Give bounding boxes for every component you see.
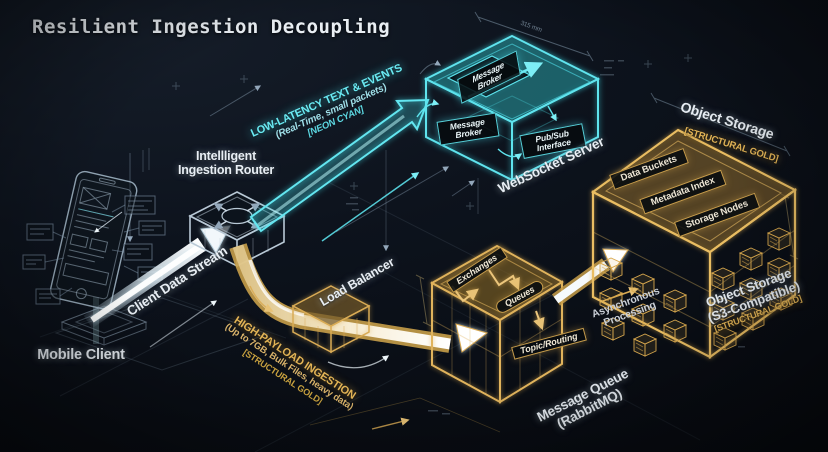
diagram-title: Resilient Ingestion Decoupling — [32, 16, 391, 38]
mobile-client-label: Mobile Client — [37, 346, 125, 363]
dimension-lines — [309, 11, 799, 433]
blueprint-decor-lines — [39, 54, 701, 452]
blueprint-micro-dashes — [346, 60, 772, 415]
router-label-line2: Ingestion Router — [177, 163, 275, 177]
queue-to-storage-arrow — [551, 248, 639, 306]
load-balancer-box — [291, 285, 371, 354]
low-latency-arrow — [249, 98, 430, 242]
router-label-line1: Intellligent — [195, 149, 257, 163]
ingestion-ribbon-arrow — [229, 243, 489, 430]
router-label: Intellligent Ingestion Router — [178, 149, 274, 177]
